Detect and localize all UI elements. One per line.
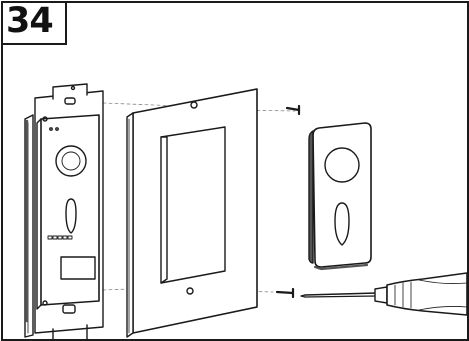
screwdriver [301,273,467,315]
dimmer-switch [25,84,103,339]
step-number: 34 [6,1,53,42]
mounting-screw-bottom [277,289,293,297]
installation-illustration [3,3,467,339]
adapter-faceplate [309,123,371,269]
wall-plate [127,89,257,337]
mounting-screw-top [287,106,299,114]
step-number-box: 34 [3,3,67,45]
